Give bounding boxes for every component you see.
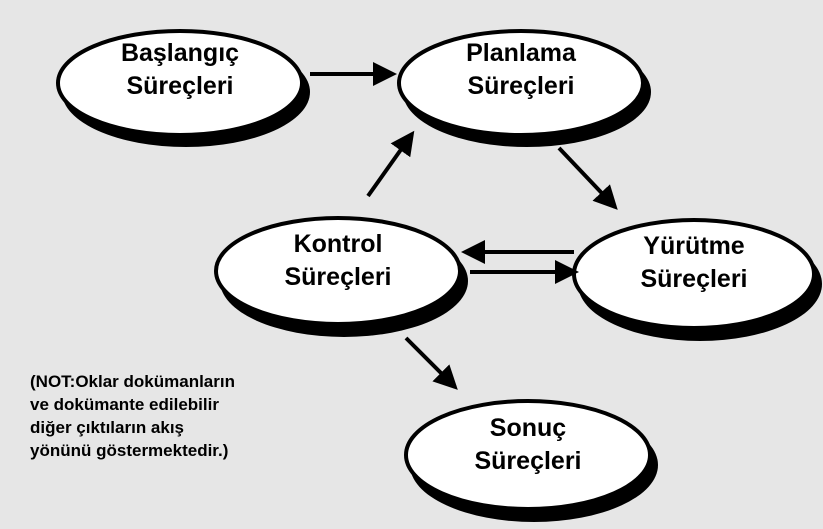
label-baslangic: Başlangıç Süreçleri <box>80 37 280 103</box>
label-planlama: Planlama Süreçleri <box>421 37 621 103</box>
label-yurutme-line2: Süreçleri <box>640 265 748 293</box>
note-line-4: yönünü göstermektedir.) <box>30 441 229 460</box>
node-sonuc <box>404 399 652 511</box>
label-sonuc: Sonuç Süreçleri <box>428 412 628 478</box>
arrow-kontrol-to-sonuc <box>404 336 458 390</box>
label-planlama-line2: Süreçleri <box>467 72 575 100</box>
label-yurutme: Yürütme Süreçleri <box>594 230 794 296</box>
note-line-3: diğer çıktıların akış <box>30 418 185 437</box>
node-kontrol <box>214 216 462 326</box>
note-line-2: ve dokümante edilebilir <box>30 395 219 414</box>
diagram-note: (NOT:Oklar dokümanların ve dokümante edi… <box>30 370 330 462</box>
arrow-planlama-to-yurutme <box>557 146 618 210</box>
label-kontrol-line1: Kontrol <box>293 230 383 258</box>
node-baslangic <box>56 29 304 137</box>
label-sonuc-line1: Sonuç <box>489 414 567 442</box>
label-kontrol: Kontrol Süreçleri <box>238 228 438 294</box>
label-yurutme-line1: Yürütme <box>643 232 745 260</box>
label-baslangic-line2: Süreçleri <box>126 72 234 100</box>
note-line-1: (NOT:Oklar dokümanların <box>30 372 235 391</box>
label-kontrol-line2: Süreçleri <box>284 263 392 291</box>
arrow-kontrol-to-planlama <box>366 130 415 198</box>
label-sonuc-line2: Süreçleri <box>474 447 582 475</box>
label-baslangic-line1: Başlangıç <box>120 39 240 67</box>
node-planlama <box>397 29 645 137</box>
label-planlama-line1: Planlama <box>466 39 576 67</box>
